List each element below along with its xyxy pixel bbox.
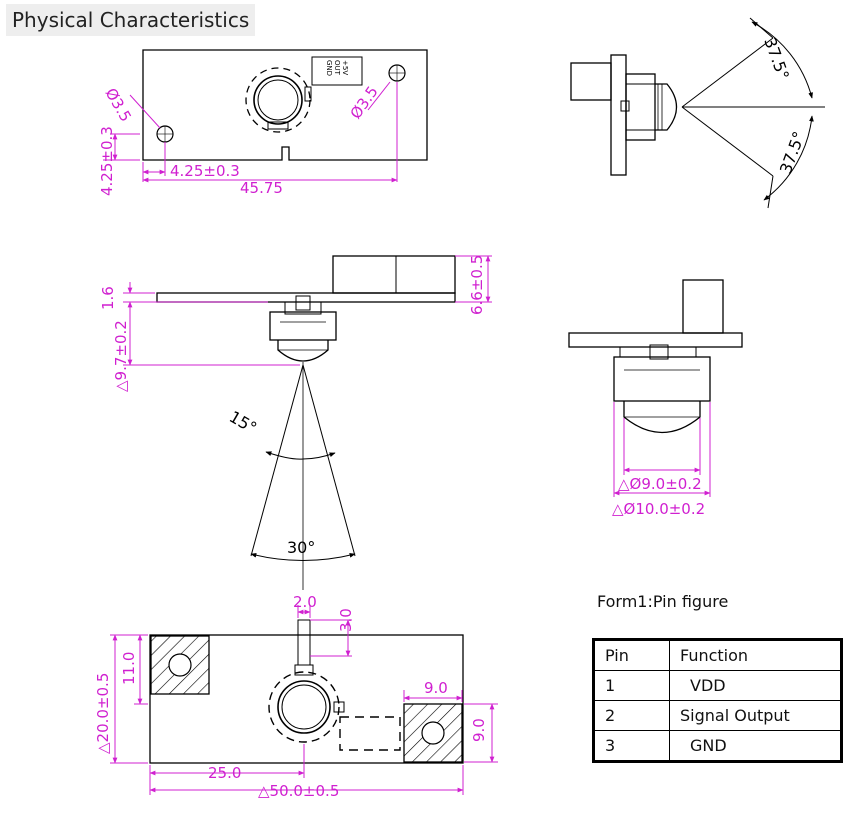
pin-table-caption: Form1:Pin figure [597, 592, 729, 611]
table-row: 2 Signal Output [593, 700, 842, 731]
side-view: 37.5° 37.5° [570, 17, 825, 209]
angle-lower-label: 37.5° [776, 129, 809, 176]
hole-dia-right-label: Ø3.5 [347, 83, 382, 123]
table-row: 1 VDD [593, 670, 842, 701]
square-width-label: 9.0 [424, 679, 448, 697]
height-total-label: △20.0±0.5 [94, 673, 112, 754]
front-view: 1.6 △9.7±0.2 6.6±0.5 15° 30° [99, 255, 492, 590]
tab-height-label: 3.0 [337, 608, 355, 632]
pin-function: Signal Output [669, 700, 842, 731]
lens-view: △Ø9.0±0.2 △Ø10.0±0.2 [568, 279, 743, 518]
pin-function: VDD [669, 670, 842, 701]
board-thickness-label: 1.6 [99, 286, 117, 310]
top-view: +5V OUT GND Ø3.5 4.25±0.3 4.25±0.3 45.75… [98, 49, 428, 197]
total-height-label: 6.6±0.5 [468, 255, 486, 315]
pin-label-5v: +5V [341, 60, 349, 75]
center-x-label: 25.0 [208, 764, 241, 782]
tab-width-label: 2.0 [293, 593, 317, 611]
pin-number: 2 [593, 700, 670, 731]
board-length-label: 45.75 [240, 179, 283, 197]
hole-dia-left-label: Ø3.5 [102, 85, 135, 125]
hole-horizontal-label: 4.25±0.3 [170, 162, 240, 180]
lens-outer-dia-label: △Ø10.0±0.2 [612, 500, 705, 518]
lens-inner-dia-label: △Ø9.0±0.2 [618, 475, 702, 493]
pin-function: GND [669, 730, 842, 762]
hole-offset-label: 11.0 [120, 652, 138, 685]
full-angle-label: 30° [287, 538, 315, 557]
square-height-label: 9.0 [470, 718, 488, 742]
lens-height-label: △9.7±0.2 [112, 320, 130, 392]
table-header-row: Pin Function [593, 639, 842, 671]
half-angle-label: 15° [226, 407, 260, 438]
header-pin: Pin [593, 639, 670, 671]
width-total-label: △50.0±0.5 [258, 782, 339, 800]
angle-upper-label: 37.5° [760, 35, 793, 82]
pin-label-gnd: GND [325, 60, 333, 76]
hole-vertical-label: 4.25±0.3 [98, 126, 116, 196]
pin-table: Pin Function 1 VDD 2 Signal Output 3 GND [592, 638, 843, 763]
header-function: Function [669, 639, 842, 671]
pin-number: 1 [593, 670, 670, 701]
pin-number: 3 [593, 730, 670, 762]
table-row: 3 GND [593, 730, 842, 762]
page-title: Physical Characteristics [6, 4, 256, 36]
pin-label-out: OUT [333, 60, 341, 76]
bottom-view: 2.0 3.0 △20.0±0.5 11.0 9.0 9.0 25.0 △50.… [94, 593, 498, 800]
